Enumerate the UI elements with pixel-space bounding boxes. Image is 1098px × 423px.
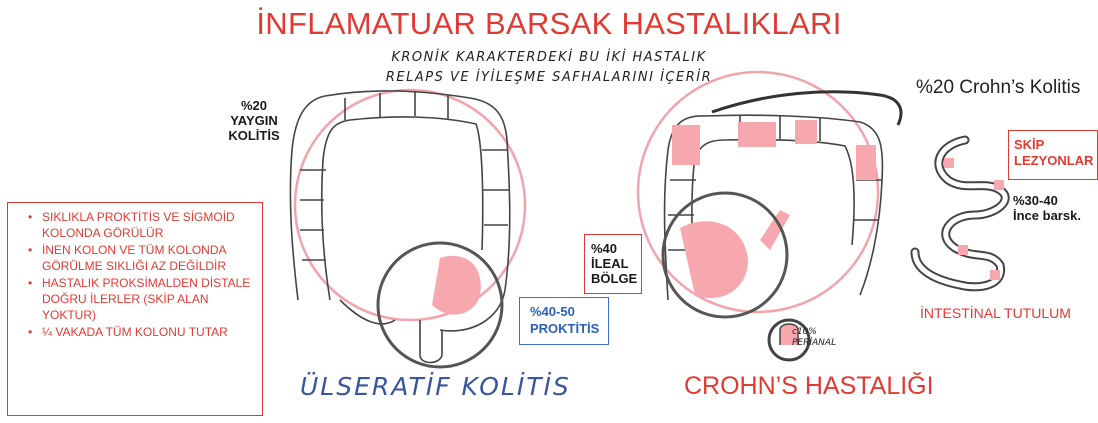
yaygin-kolitis-label: %20 YAYGIN KOLİTİS (222, 98, 286, 143)
uc-callout-box: SIKLIKLA PROKTİTİS VE SİGMOİD KOLONDA GÖ… (7, 202, 263, 416)
uc-colon-drawing (290, 91, 509, 363)
crohns-disease-title: CROHN’S HASTALIĞI (684, 372, 934, 401)
uc-inflamed-area (432, 256, 481, 315)
intestinal-involvement-label: İNTESTİNAL TUTULUM (920, 305, 1071, 321)
skip-lesions-box: SKİP LEZYONLAR (1008, 130, 1098, 180)
ileal-region-box: %40 İLEAL BÖLGE (584, 234, 642, 294)
uc-callout-list: SIKLIKLA PROKTİTİS VE SİGMOİD KOLONDA GÖ… (8, 203, 262, 340)
page-title: İNFLAMATUAR BARSAK HASTALIKLARI (0, 6, 1098, 42)
small-bowel-label: %30-40 İnce barsk. (1013, 193, 1081, 223)
callout-item: İNEN KOLON VE TÜM KOLONDA GÖRÜLME SIKLIĞ… (28, 242, 256, 274)
callout-item: HASTALIK PROKSİMALDEN DİSTALE DOĞRU İLER… (28, 275, 256, 323)
callout-item: ¼ VAKADA TÜM KOLONU TUTAR (28, 324, 256, 340)
proktitis-box: %40-50 PROKTİTİS (519, 297, 609, 345)
cd-highlight-circle (638, 72, 878, 312)
crohn-kolitis-label: %20 Crohn’s Kolitis (916, 77, 1080, 99)
perianal-label: c10% PERİANAL (792, 327, 836, 349)
ulcerative-colitis-title: ÜLSERATİF KOLİTİS (300, 372, 571, 401)
callout-item: SIKLIKLA PROKTİTİS VE SİGMOİD KOLONDA GÖ… (28, 209, 256, 241)
uc-highlight-circle (295, 90, 525, 320)
subtitle-line-1: KRONİK KARAKTERDEKİ BU İKİ HASTALIK (0, 50, 1098, 65)
